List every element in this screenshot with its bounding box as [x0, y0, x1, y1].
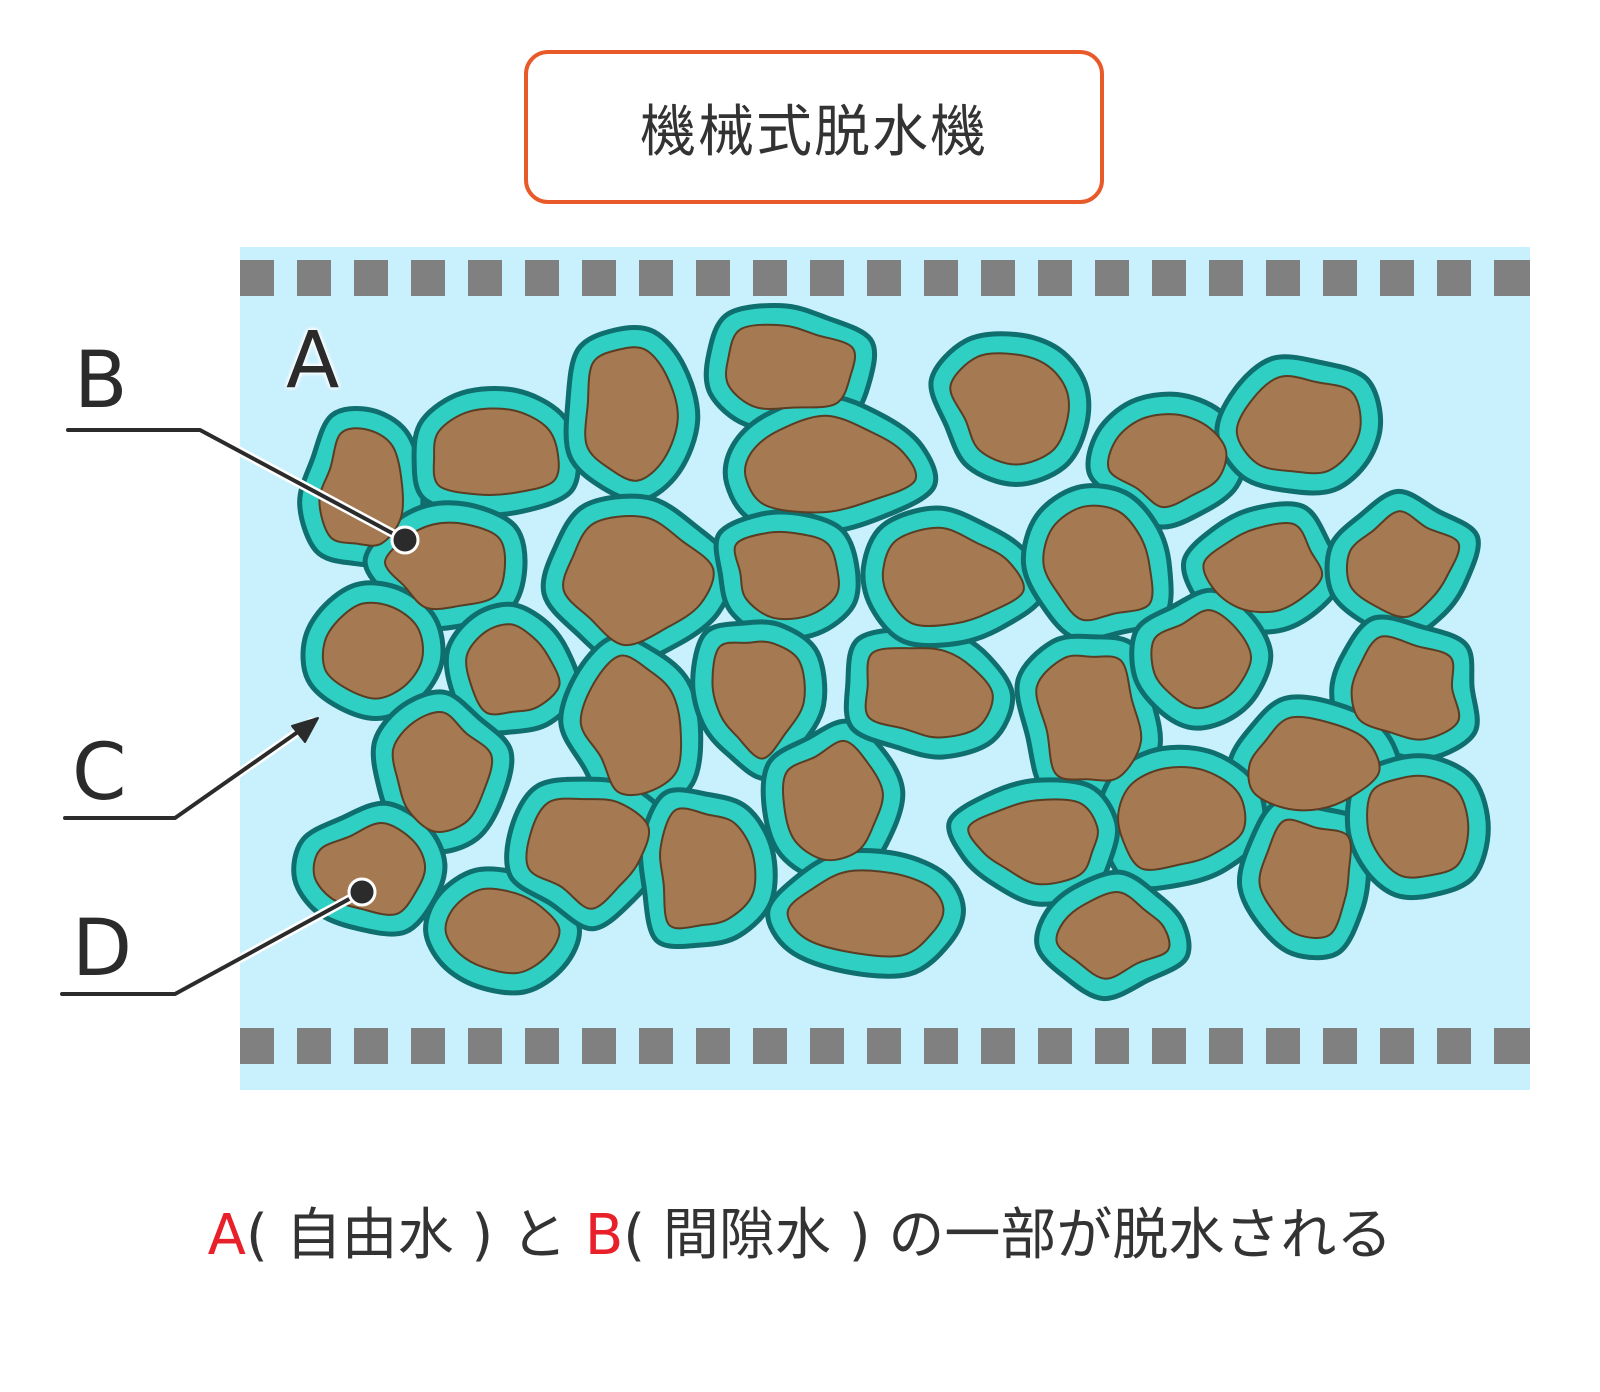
- filter-block: [297, 260, 331, 296]
- filter-block: [1494, 260, 1530, 296]
- filter-block: [696, 260, 730, 296]
- filter-block: [411, 1028, 445, 1064]
- soil-particle: [465, 623, 561, 716]
- soil-particle: [725, 323, 856, 410]
- filter-block: [924, 1028, 958, 1064]
- caption-b-text: ( 間隙水 ) の一部が脱水される: [623, 1203, 1393, 1268]
- filter-block: [297, 1028, 331, 1064]
- soil-particle: [579, 654, 683, 797]
- soil-particle: [864, 647, 994, 739]
- filter-block: [1380, 260, 1414, 296]
- filter-block: [468, 260, 502, 296]
- filter-block: [525, 1028, 559, 1064]
- soil-particle: [391, 710, 494, 833]
- filter-block: [810, 260, 844, 296]
- soil-particle: [1247, 715, 1381, 812]
- filter-block: [1266, 1028, 1300, 1064]
- leader-b: [63, 425, 420, 555]
- soil-particle: [1345, 510, 1461, 619]
- filter-block: [867, 260, 901, 296]
- filter-block: [468, 1028, 502, 1064]
- filter-block: [639, 260, 673, 296]
- soil-particle: [1235, 375, 1362, 475]
- filter-block: [1209, 1028, 1243, 1064]
- filter-strip-top: [240, 260, 1530, 296]
- soil-particle: [781, 739, 884, 862]
- filter-block: [1038, 1028, 1072, 1064]
- soil-particle: [1106, 413, 1228, 509]
- label-c: C: [72, 728, 127, 818]
- caption: A( 自由水 ) と B( 間隙水 ) の一部が脱水される: [0, 1190, 1600, 1271]
- caption-b-letter: B: [584, 1203, 624, 1268]
- filter-block: [1437, 1028, 1471, 1064]
- filter-block: [639, 1028, 673, 1064]
- filter-block: [1323, 1028, 1357, 1064]
- filter-block: [753, 1028, 787, 1064]
- soil-particle: [881, 526, 1025, 628]
- filter-block: [981, 260, 1015, 296]
- soil-particle: [743, 414, 917, 514]
- filter-block: [753, 260, 787, 296]
- leader-d: [57, 877, 377, 999]
- filter-block: [810, 1028, 844, 1064]
- soil-particle: [659, 807, 757, 930]
- filter-block: [1152, 260, 1186, 296]
- filter-block: [411, 260, 445, 296]
- filter-block: [867, 1028, 901, 1064]
- soil-particle: [321, 601, 424, 700]
- soil-particle: [1117, 766, 1247, 871]
- soil-particle: [1350, 635, 1461, 741]
- soil-particle: [733, 530, 840, 621]
- title-text: 機械式脱水機: [640, 99, 988, 165]
- soil-particle: [432, 407, 560, 496]
- label-d: D: [72, 904, 133, 994]
- filter-block: [354, 260, 388, 296]
- filter-block: [1380, 1028, 1414, 1064]
- filter-block: [1038, 260, 1072, 296]
- filter-block: [1095, 1028, 1129, 1064]
- soil-particle: [525, 797, 651, 910]
- soil-particle: [1055, 891, 1171, 980]
- filter-block: [1494, 1028, 1530, 1064]
- soil-particle: [967, 798, 1099, 886]
- filter-block: [924, 260, 958, 296]
- soil-particle: [786, 869, 945, 958]
- soil-particles: [291, 302, 1491, 1002]
- soil-particle: [312, 821, 427, 916]
- filter-block: [240, 260, 274, 296]
- soil-particle: [711, 640, 806, 760]
- filter-block: [525, 260, 559, 296]
- soil-particle: [562, 515, 715, 647]
- filter-strip-bottom: [240, 1028, 1530, 1064]
- caption-a-text: ( 自由水 ) と: [245, 1203, 585, 1268]
- caption-a-letter: A: [207, 1203, 246, 1268]
- filter-block: [1323, 260, 1357, 296]
- soil-particle: [1042, 504, 1154, 622]
- filter-block: [696, 1028, 730, 1064]
- soil-particle: [1035, 654, 1143, 782]
- soil-particle: [318, 427, 405, 547]
- filter-block: [1095, 260, 1129, 296]
- filter-block: [1152, 1028, 1186, 1064]
- filter-block: [582, 1028, 616, 1064]
- soil-particle: [1366, 774, 1470, 879]
- filter-block: [1437, 260, 1471, 296]
- filter-block: [981, 1028, 1015, 1064]
- soil-particle: [1258, 818, 1352, 939]
- filter-block: [240, 1028, 274, 1064]
- soil-particle: [584, 346, 679, 482]
- filter-block: [354, 1028, 388, 1064]
- title-box: 機械式脱水機: [524, 50, 1104, 204]
- soil-particle: [1202, 522, 1324, 614]
- leader-c: [60, 717, 319, 823]
- soil-particle: [1150, 609, 1253, 710]
- label-b: B: [74, 336, 128, 426]
- soil-particle: [444, 887, 561, 975]
- filter-block: [1266, 260, 1300, 296]
- filter-block: [582, 260, 616, 296]
- label-a: A: [286, 316, 340, 406]
- soil-particle: [949, 352, 1070, 466]
- filter-block: [1209, 260, 1243, 296]
